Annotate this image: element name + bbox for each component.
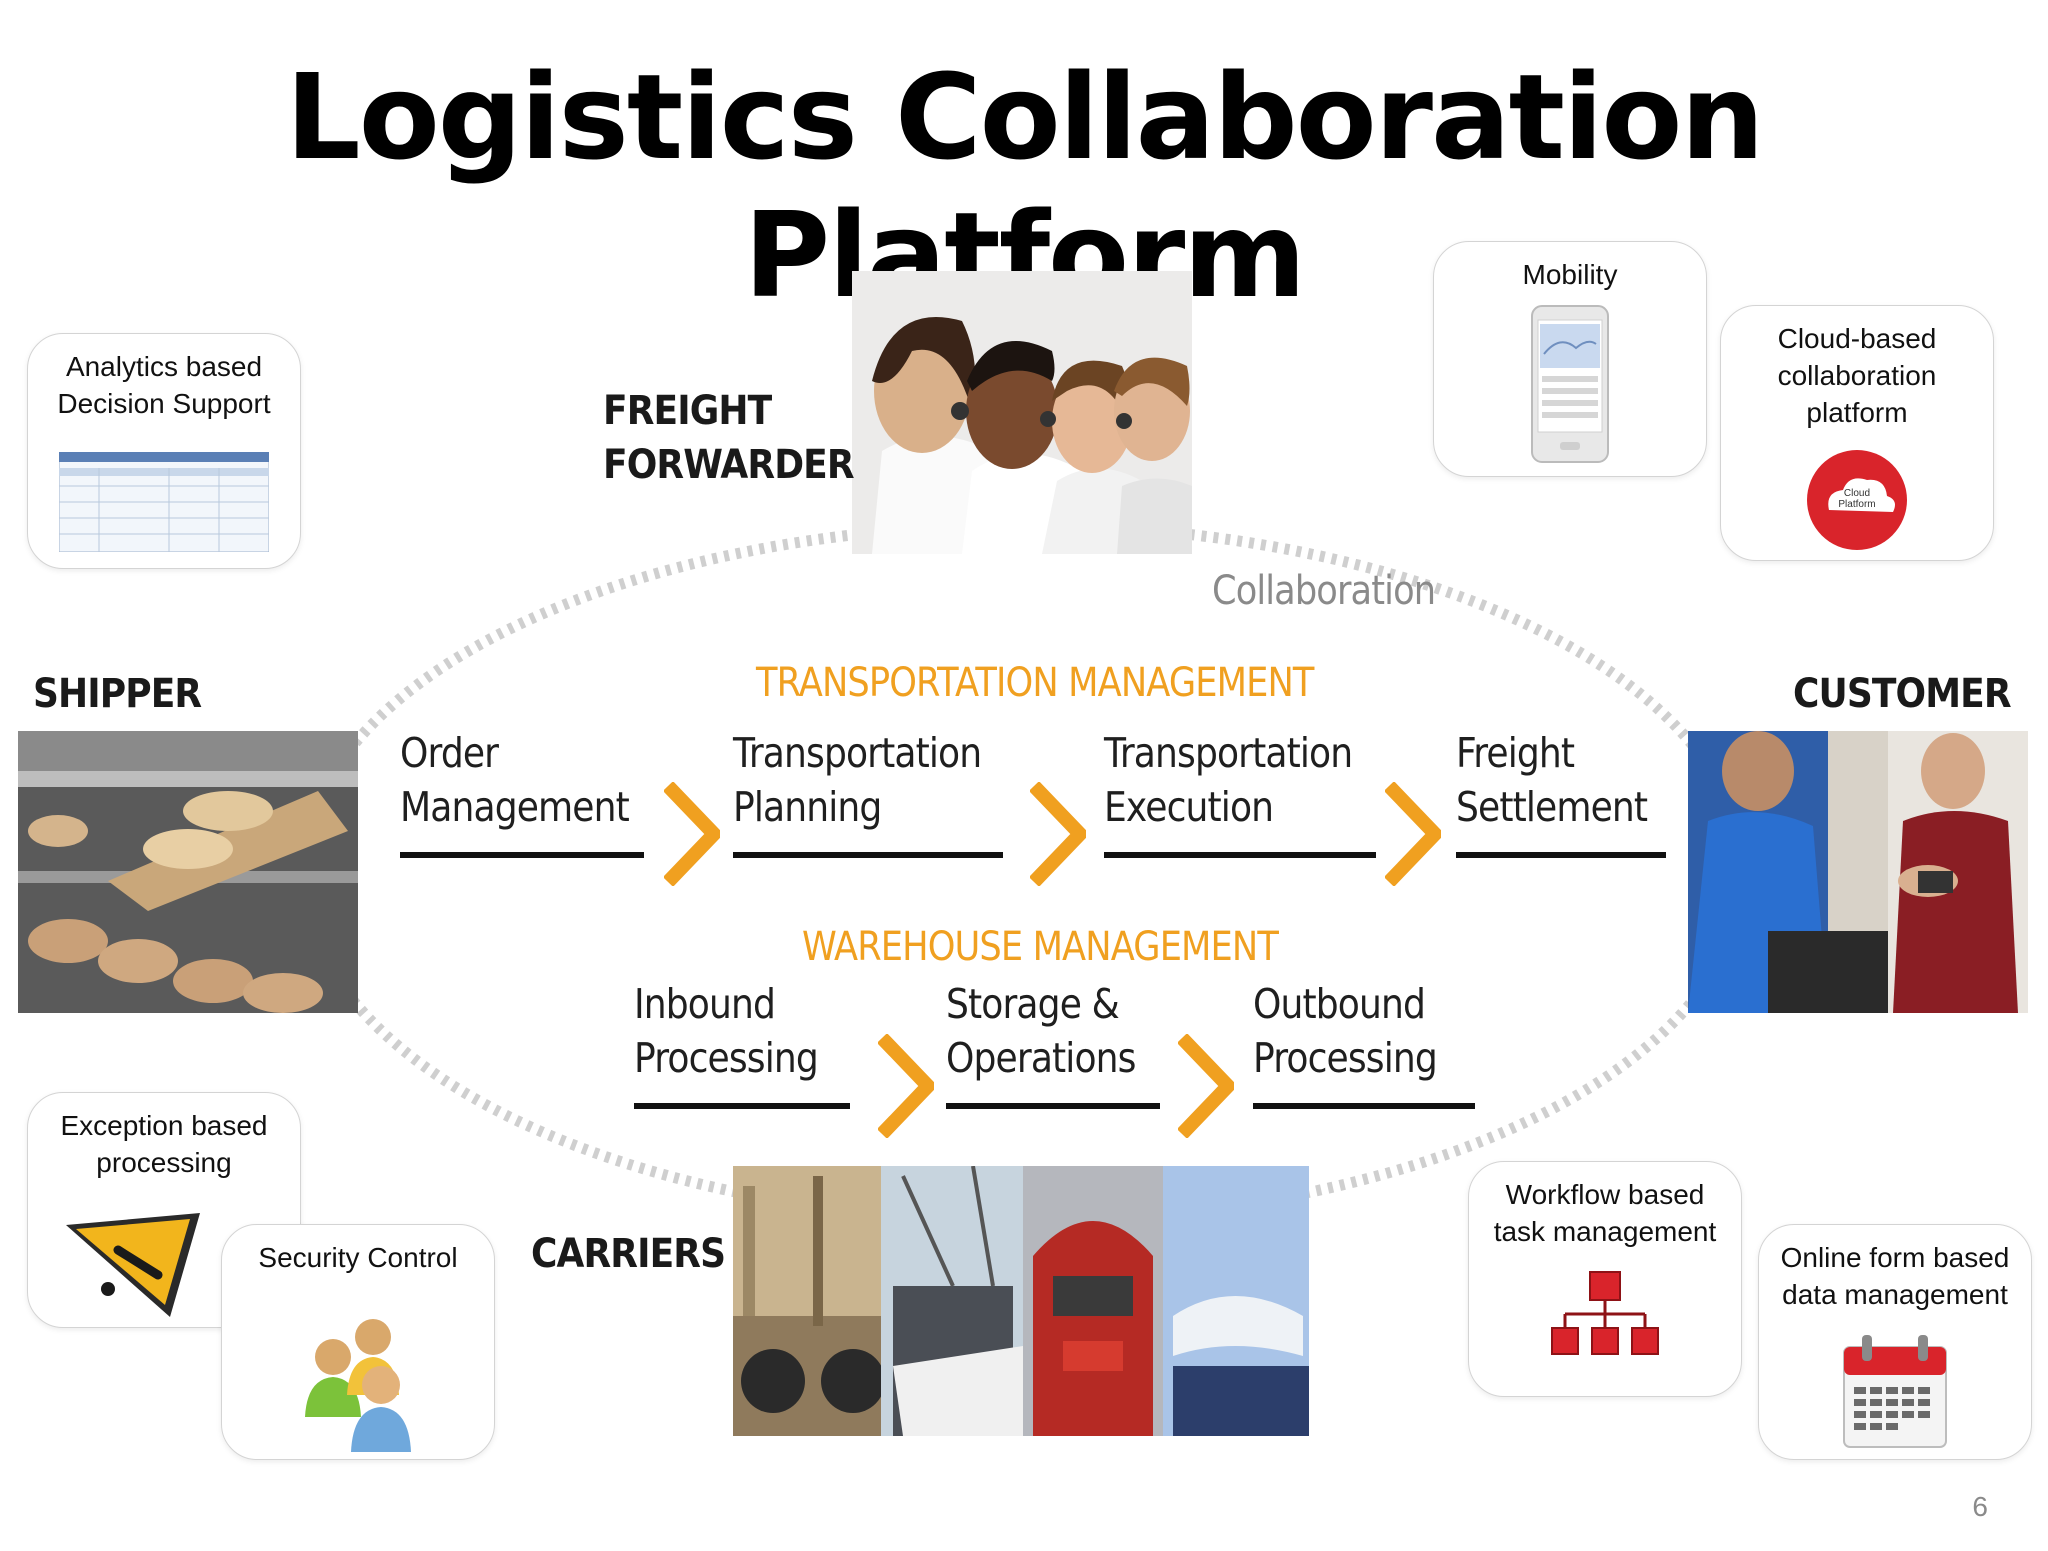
shipper-photo <box>18 731 358 1013</box>
feature-security-control: Security Control <box>221 1224 495 1460</box>
feature-label: Cloud-based collaboration platform <box>1777 323 1937 428</box>
step-transportation-execution: Transportation Execution <box>1104 729 1353 831</box>
customer-photo <box>1688 731 2028 1013</box>
feature-label: Security Control <box>258 1242 458 1273</box>
calendar-icon <box>1843 1335 1947 1448</box>
actor-shipper: SHIPPER <box>33 671 202 717</box>
step-freight-settlement: Freight Settlement <box>1456 729 1648 831</box>
feature-label: Workflow based task management <box>1493 1179 1717 1247</box>
feature-label: Online form based data management <box>1780 1242 2010 1310</box>
freight-forwarder-photo <box>852 271 1192 554</box>
step-inbound-processing: Inbound Processing <box>634 980 819 1082</box>
chevron-right-icon <box>1178 1034 1234 1138</box>
feature-online-form-data-management: Online form based data management <box>1758 1224 2032 1460</box>
actor-carriers: CARRIERS <box>531 1231 726 1277</box>
step-transportation-planning: Transportation Planning <box>733 729 982 831</box>
step-outbound-processing: Outbound Processing <box>1253 980 1438 1082</box>
warehouse-management-title: WAREHOUSE MANAGEMENT <box>802 924 1279 970</box>
step-order-management: Order Management <box>400 729 630 831</box>
feature-mobility: Mobility <box>1433 241 1707 477</box>
warning-sign-icon <box>66 1213 200 1317</box>
org-chart-icon <box>1551 1271 1659 1355</box>
step-underline <box>1456 852 1666 858</box>
page-number: 6 <box>1972 1491 1988 1522</box>
chevron-right-icon <box>664 782 720 886</box>
feature-label: Exception based processing <box>60 1110 268 1178</box>
spreadsheet-screenshot-icon <box>59 452 269 552</box>
user-group-icon <box>305 1319 411 1452</box>
step-underline <box>400 852 644 858</box>
feature-label: Mobility <box>1522 259 1618 290</box>
chevron-right-icon <box>878 1034 934 1138</box>
feature-cloud-platform: Cloud-based collaboration platform Cloud… <box>1720 305 1994 561</box>
step-underline <box>634 1103 850 1109</box>
step-storage-operations: Storage & Operations <box>946 980 1136 1082</box>
cloud-platform-icon: Cloud Platform <box>1805 448 1909 552</box>
feature-label: Analytics based Decision Support <box>57 351 271 419</box>
step-underline <box>733 852 1003 858</box>
step-underline <box>946 1103 1160 1109</box>
carriers-photo <box>733 1166 1309 1436</box>
feature-analytics-decision-support: Analytics based Decision Support <box>27 333 301 569</box>
actor-customer: CUSTOMER <box>1793 671 2012 717</box>
page-title: Logistics Collaboration Platform <box>285 48 1765 324</box>
smartphone-icon <box>1531 305 1609 463</box>
step-underline <box>1104 852 1376 858</box>
chevron-right-icon <box>1385 782 1441 886</box>
actor-freight-forwarder: FREIGHT FORWARDER <box>603 388 855 488</box>
collaboration-label: Collaboration <box>1212 568 1436 614</box>
step-underline <box>1253 1103 1475 1109</box>
feature-workflow-task-management: Workflow based task management <box>1468 1161 1742 1397</box>
transportation-management-title: TRANSPORTATION MANAGEMENT <box>756 660 1314 706</box>
cloud-icon-text: Cloud Platform <box>1838 488 1876 510</box>
chevron-right-icon <box>1030 782 1086 886</box>
